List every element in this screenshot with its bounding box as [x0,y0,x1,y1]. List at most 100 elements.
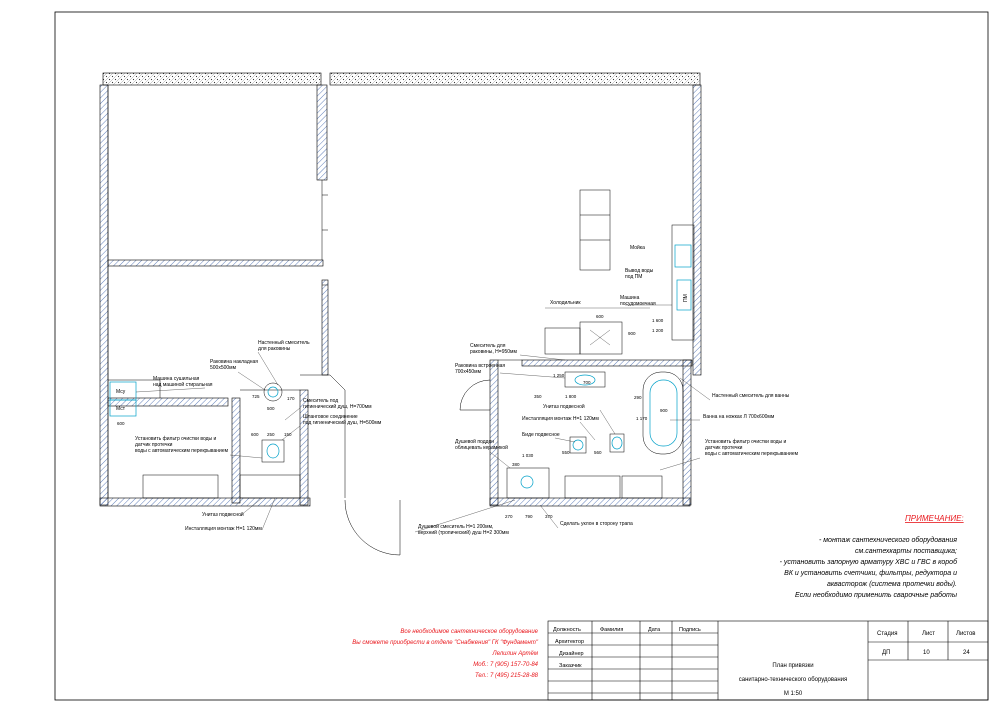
label-sink-mixer: Смеситель для [470,343,506,349]
tb-stage-value: ДП [882,650,890,656]
label-washer2: над машиной стиральная [153,381,213,388]
window-strip-right [329,72,701,86]
kitchen [544,189,695,355]
dim-270: 270 [505,514,513,519]
label-basin2: 500х500мм [210,365,237,371]
dim-1030: 1 030 [522,453,534,458]
label-sink: Мойка [630,244,645,251]
tb-col-role: Должность [553,627,581,633]
tb-col-sign: Подпись [679,627,701,633]
promo-line2: Вы сможете приобрести в отделе "Снабжени… [352,640,539,646]
label-built-in-basin: Раковина встроенная [455,363,505,369]
label-filter-left3: воды с автоматическим перекрыванием [135,448,229,454]
sheet-frame [54,11,989,701]
label-dw-outlet: Вывод воды [625,268,654,274]
label-filter-right2: датчик протечки [705,445,743,451]
label-dishwasher2: посудомоечная [620,301,656,307]
label-built-in-basin2: 700х450мм [455,369,482,375]
tb-title2: санитарно-технического оборудования [739,677,848,683]
promo-line5: Тел.: 7 (495) 215-28-88 [475,673,539,679]
dim-290: 290 [634,395,642,400]
label-hyg-mixer2: гигиенический душ, Н=700мм [303,403,372,410]
label-washer: Машина сушильная [153,376,200,382]
dim-370: 370 [545,514,553,519]
dim-350: 350 [534,394,542,399]
doors [344,379,491,556]
dim-1170: 1 170 [636,416,648,421]
note-line4: ВК и установить счетчики, фильтры, редук… [784,569,957,577]
note-line6: Если необходимо применить сварочные рабо… [795,591,958,599]
dim-725: 725 [252,394,260,399]
dim-600a: 600 [596,314,604,319]
partitions [107,85,522,498]
label-fridge: Холодильник [550,300,581,306]
note-line2: см.сантехкарты поставщика; [855,548,957,555]
tb-stage-header: Стадия [877,631,897,637]
note-line3: - установить запорную арматуру ХВС и ГВС… [780,558,958,566]
dim-700: 700 [583,380,591,385]
leaders-left [135,351,301,531]
label-wc-left: Унитаз подвесной [202,511,244,518]
label-hose2: под гигиенический душ, Н=500мм [303,419,382,426]
label-filter-right3: воды с автоматическим перекрыванием [705,451,799,457]
dim-900: 900 [628,331,636,336]
tb-sheet-header: Лист [922,631,935,637]
promo-line1: Все необходимое сантехническое оборудова… [400,629,538,635]
note-line5: аквасторож (система протечки воды). [827,580,957,588]
tb-sheet-value: 10 [923,650,930,656]
tb-row-designer: Дизайнер [559,650,584,657]
label-shower-tray: Душевой поддон [455,438,494,445]
label-filter-left: Установить фильтр очистки воды и [135,436,217,442]
label-shower-mixer2: верхний (тропический) душ Н=2 300мм [418,529,509,536]
dim-1600: 1 600 [652,318,664,323]
label-basin: Раковина накладная [210,359,258,365]
tb-sheets-header: Листов [956,631,976,637]
tb-row-architect: Архитектор [555,639,584,645]
label-wall-wc: Унитаз подвесной [543,403,585,410]
promo-line3: Лелилин Артём [492,651,538,657]
label-msu: Мсу [116,389,126,395]
label-dishwasher: Машина [620,295,640,301]
tb-col-date: Дата [648,627,661,633]
label-dw-outlet2: под ПМ [625,274,642,280]
tb-sheets-value: 24 [963,650,970,656]
tb-row-customer: Заказчик [559,663,582,669]
label-install-module: Инсталляция монтаж Н=1 120мм [522,416,599,422]
label-install-left: Инсталляция монтаж Н=1 120мм [185,526,262,532]
title-block [547,620,989,701]
dim-550: 550 [562,450,570,455]
tb-title1: План привязки [772,663,813,669]
dim-1200: 1 200 [652,328,664,333]
label-hyg-mixer: Смеситель под [303,398,338,404]
bath-left [109,381,301,499]
tb-col-surname: Фамилия [600,627,623,633]
dim-790: 790 [525,514,533,519]
label-shower-mixer: Душевой смеситель Н=1 200мм, [418,523,493,530]
outer-walls [99,84,702,507]
dim-1250: 1 250 [553,373,565,378]
label-wall-mixer-bath: Настенный смеситель для ванны [712,392,790,399]
dim-600b: 600 [117,421,125,426]
label-bidet: Биде подвесное [522,432,560,438]
label-filter-left2: датчик протечки [135,442,173,448]
dim-150: 150 [284,432,292,437]
label-slope: Сделать уклон в сторону трапа [560,521,633,527]
leaders-right [414,354,711,533]
window-strip-left [102,72,322,86]
label-hose: Шланговое соединение [303,414,358,420]
label-bath: Ванна на ножках Л 700х600мм [703,414,775,420]
bath-right [506,371,684,499]
dim-560: 560 [594,450,602,455]
label-filter-right: Установить фильтр очистки воды и [705,439,787,445]
label-wall-mixer-basin: Настенный смеситель [258,339,310,346]
dim-1800: 1 800 [565,394,577,399]
label-pm: ПМ [683,294,689,302]
tb-scale: М 1:50 [784,691,803,697]
note-line1: - монтаж сантехнического оборудования [819,536,957,544]
dim-250: 250 [267,432,275,437]
notes-heading: ПРИМЕЧАНИЕ: [905,514,964,523]
label-wall-mixer-basin2: для раковины [258,346,291,352]
dim-600c: 600 [251,432,259,437]
label-mst: Мст [116,406,126,412]
